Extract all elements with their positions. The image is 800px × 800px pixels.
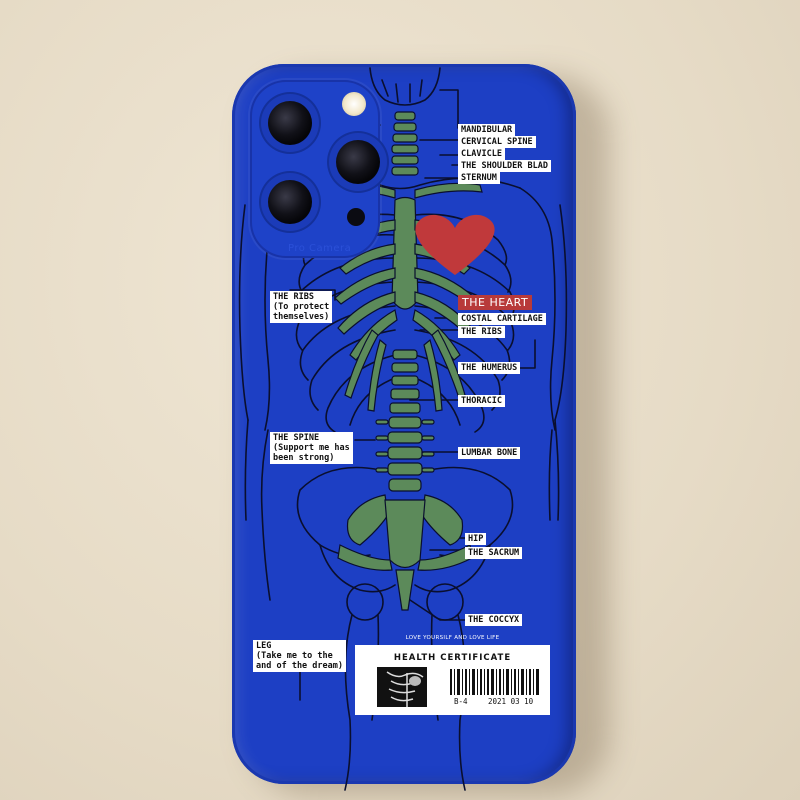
- label-sternum: STERNUM: [458, 172, 500, 184]
- ultrawide-lens: [268, 180, 312, 224]
- lidar-sensor: [347, 208, 365, 226]
- label-thoracic: THORACIC: [458, 395, 505, 407]
- label-the-coccyx: THE COCCYX: [465, 614, 523, 626]
- xray-thumbnail: [377, 667, 427, 707]
- label-the-sacrum: THE SACRUM: [465, 547, 523, 559]
- barcode: [450, 669, 539, 695]
- label-lumbar-bone: LUMBAR BONE: [458, 447, 521, 459]
- label-the-heart: THE HEART: [458, 295, 533, 310]
- main-lens: [268, 101, 312, 145]
- certificate-tagline: LOVE YOURSILF AND LOVE LIFE: [405, 635, 500, 641]
- certificate-code-left: B-4: [454, 697, 468, 706]
- label-clavicle: CLAVICLE: [458, 148, 505, 160]
- health-certificate: LOVE YOURSILF AND LOVE LIFE HEALTH CERTI…: [355, 635, 550, 715]
- flash-icon: [342, 92, 366, 116]
- label-leg: LEG (Take me to the and of the dream): [253, 640, 346, 672]
- label-shoulder-blade: THE SHOULDER BLAD: [458, 160, 551, 172]
- label-mandibular: MANDIBULAR: [458, 124, 516, 136]
- label-cervical-spine: CERVICAL SPINE: [458, 136, 536, 148]
- label-the-spine: THE SPINE (Support me has been strong): [270, 432, 353, 464]
- telephoto-lens: [336, 140, 380, 184]
- label-costal-cartilage: COSTAL CARTILAGE: [458, 313, 546, 325]
- label-the-ribs-right: THE RIBS: [458, 326, 505, 338]
- label-hip: HIP: [465, 533, 487, 545]
- heart-shape: [415, 214, 495, 275]
- label-the-ribs-left: THE RIBS (To protect themselves): [270, 291, 333, 323]
- label-the-humerus: THE HUMERUS: [458, 362, 521, 374]
- certificate-code-right: 2021 03 10: [488, 697, 534, 706]
- certificate-title: HEALTH CERTIFICATE: [393, 653, 512, 663]
- camera-engraving: Pro Camera: [288, 243, 352, 254]
